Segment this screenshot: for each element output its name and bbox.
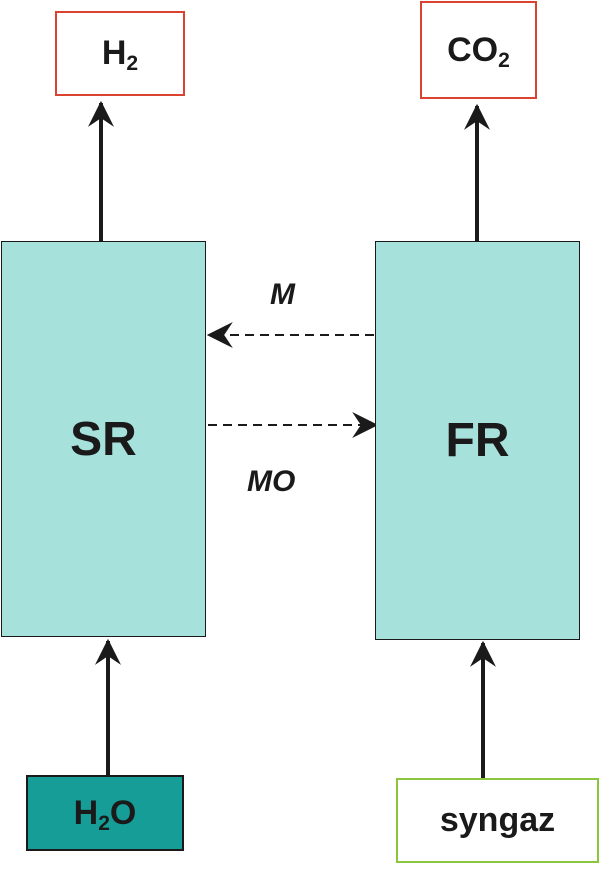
- sr-reactor: SR: [1, 241, 206, 637]
- syngas-input-box: syngaz: [396, 778, 599, 863]
- h2o-label: H2O: [73, 793, 137, 835]
- flow-label-mo: MO: [247, 465, 296, 498]
- syngas-label: syngaz: [439, 801, 556, 839]
- h2-output-box: H2: [55, 11, 185, 96]
- h2o-input-box: H2O: [26, 775, 184, 851]
- flow-label-m: M: [270, 278, 295, 311]
- fr-label: FR: [445, 414, 510, 467]
- co2-output-box: CO2: [420, 1, 537, 99]
- fr-reactor: FR: [375, 241, 580, 640]
- sr-label: SR: [70, 412, 137, 466]
- co2-label: CO2: [447, 30, 510, 72]
- h2-label: H2: [101, 34, 139, 75]
